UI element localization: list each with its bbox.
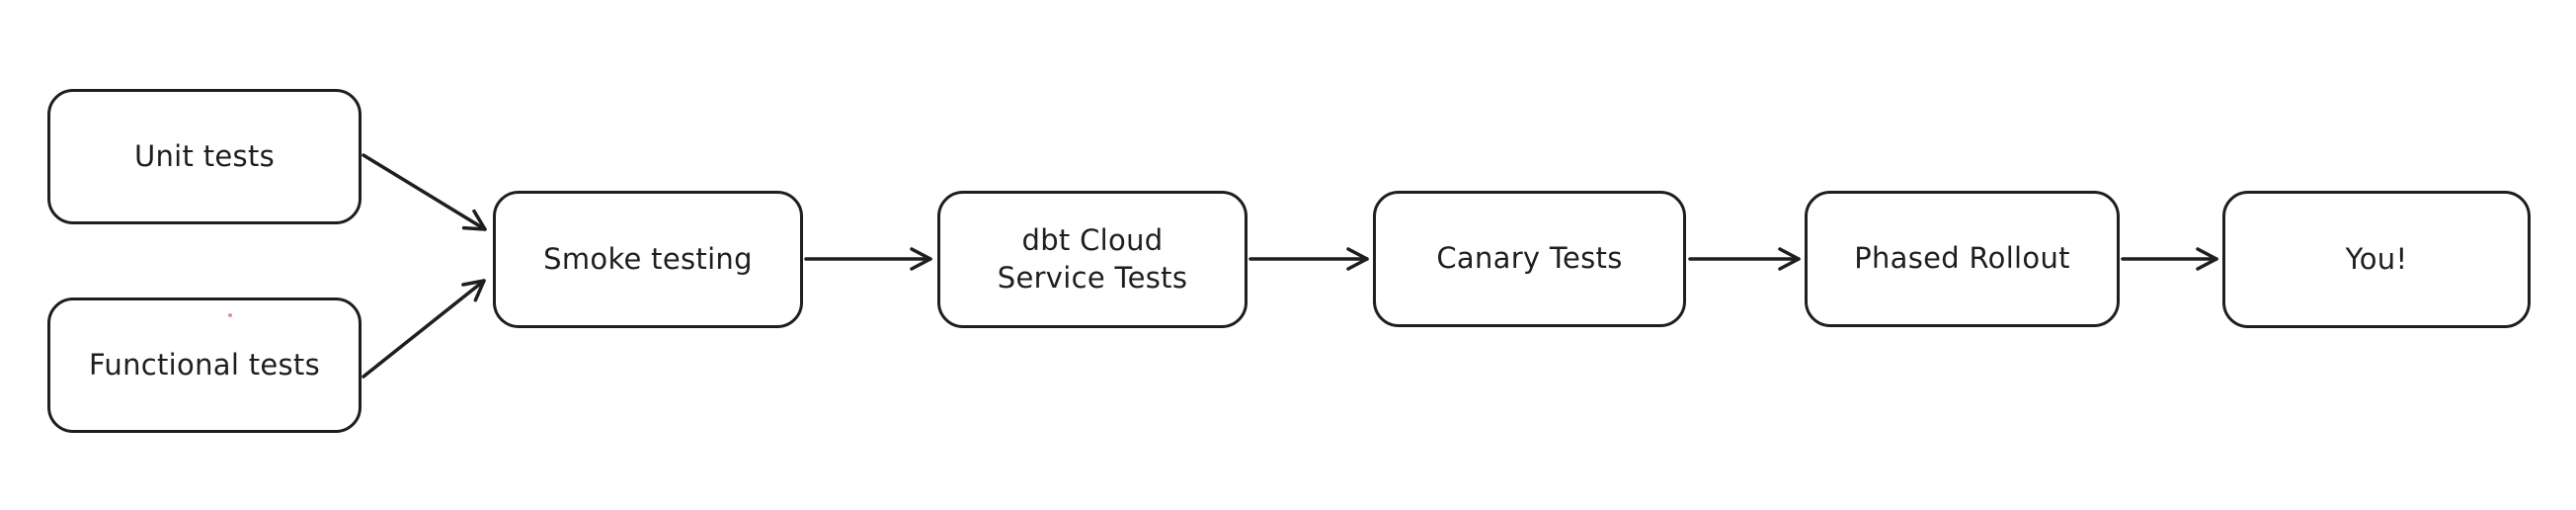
node-smoke-testing: Smoke testing xyxy=(493,191,803,328)
node-label: Smoke testing xyxy=(543,241,753,276)
node-unit-tests: Unit tests xyxy=(47,89,362,224)
node-canary-tests: Canary Tests xyxy=(1373,191,1686,327)
node-functional-tests: Functional tests xyxy=(47,298,362,433)
node-label: Phased Rollout xyxy=(1854,241,2070,276)
node-label: You! xyxy=(2345,241,2408,276)
node-label: Canary Tests xyxy=(1436,241,1623,276)
stray-red-mark xyxy=(228,313,232,317)
edge-functional-tests-to-smoke-testing xyxy=(362,279,486,379)
node-label: Unit tests xyxy=(133,138,276,173)
edge-unit-tests-to-smoke-testing xyxy=(362,153,487,231)
node-phased-rollout: Phased Rollout xyxy=(1805,191,2120,327)
node-label: Functional tests xyxy=(89,347,320,382)
node-you: You! xyxy=(2222,191,2531,328)
node-dbt-cloud-service-tests: dbt Cloud Service Tests xyxy=(937,191,1248,328)
node-label: dbt Cloud Service Tests xyxy=(997,222,1188,295)
